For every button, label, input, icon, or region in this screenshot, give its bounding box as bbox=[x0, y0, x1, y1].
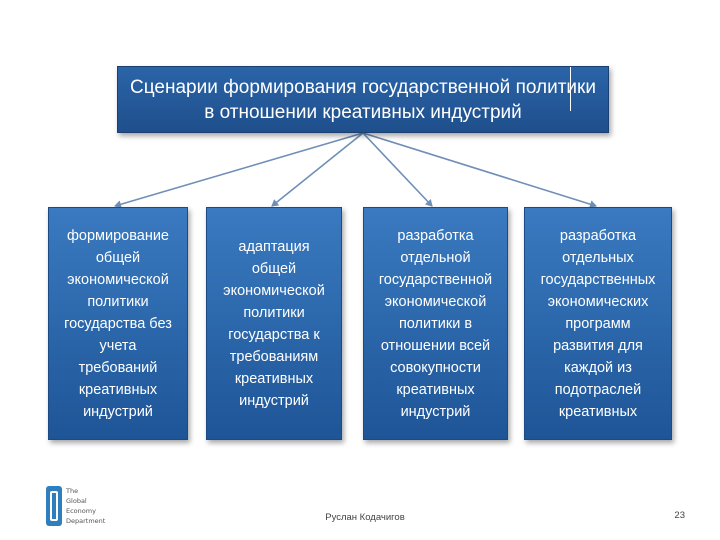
page-number: 23 bbox=[674, 510, 685, 521]
footer-author: Руслан Кодачигов bbox=[325, 512, 405, 523]
scenario-text-3: разработка отдельной государственной эко… bbox=[378, 227, 493, 420]
connector-3 bbox=[362, 132, 433, 207]
scenario-text-1: формирование общей экономической политик… bbox=[64, 227, 172, 420]
scenario-text-4: разработка отдельных государственных эко… bbox=[540, 227, 656, 420]
scenario-card-3: разработка отдельной государственной эко… bbox=[363, 207, 508, 440]
ged-logo: The Global Economy Department bbox=[46, 486, 116, 528]
scenario-text-2: адаптация общей экономической политики г… bbox=[223, 238, 325, 409]
connector-4 bbox=[362, 132, 597, 209]
ged-logo-text: The Global Economy Department bbox=[66, 486, 105, 526]
logo-line-3: Economy bbox=[66, 507, 96, 515]
title-marker-line bbox=[570, 67, 571, 111]
diagram-title-box: Сценарии формирования государственной по… bbox=[117, 66, 609, 133]
ged-logo-icon bbox=[46, 486, 62, 526]
logo-line-2: Global bbox=[66, 497, 87, 505]
connector-1 bbox=[114, 132, 364, 209]
scenario-card-1: формирование общей экономической политик… bbox=[48, 207, 188, 440]
diagram-title: Сценарии формирования государственной по… bbox=[130, 76, 596, 123]
connector-2 bbox=[271, 132, 364, 207]
scenario-card-4: разработка отдельных государственных эко… bbox=[524, 207, 672, 440]
scenario-card-2: адаптация общей экономической политики г… bbox=[206, 207, 342, 440]
logo-line-1: The bbox=[66, 487, 79, 495]
logo-line-4: Department bbox=[66, 517, 106, 525]
